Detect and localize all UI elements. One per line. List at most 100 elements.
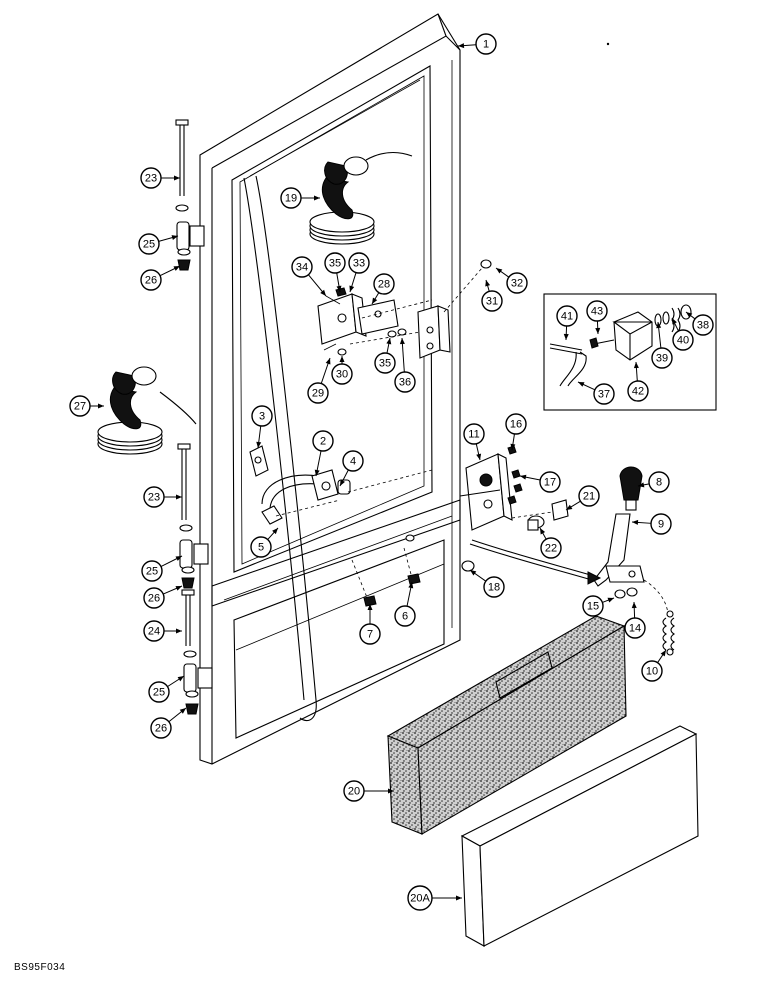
callout-arrowhead (177, 676, 184, 682)
callout-arrowhead (339, 356, 345, 362)
callout-number: 37 (598, 389, 610, 401)
callout-4: 4 (339, 450, 364, 487)
callout-number: 36 (399, 377, 411, 389)
callout-arrowhead (672, 318, 677, 325)
callout-circle (324, 252, 346, 274)
callout-circle (343, 780, 365, 802)
callout-number: 14 (629, 623, 641, 635)
callout-circle (291, 256, 313, 278)
callout-number: 42 (632, 386, 644, 398)
callout-26: 26 (140, 265, 181, 291)
callout-arrowhead (320, 289, 326, 296)
callout-circle (648, 471, 670, 493)
callout-17: 17 (519, 471, 561, 493)
callout-circle (251, 405, 273, 427)
callout-circle (578, 485, 600, 507)
middle-hinge (177, 443, 209, 589)
callout-arrowhead (456, 895, 462, 901)
callout-number: 27 (74, 401, 86, 413)
callout-arrowhead (660, 650, 666, 657)
callout-arrowhead (631, 602, 637, 609)
callout-18: 18 (469, 569, 505, 598)
callout-circle (692, 314, 714, 336)
callout-circle (331, 363, 353, 385)
callout-14: 14 (624, 601, 646, 639)
callout-number: 31 (486, 296, 498, 308)
callout-35: 35 (324, 252, 346, 293)
callout-number: 24 (148, 626, 160, 638)
callout-circle (483, 576, 505, 598)
callout-circle (672, 329, 694, 351)
callout-number: 5 (258, 542, 264, 554)
callout-circle (359, 623, 381, 645)
callout-arrowhead (174, 175, 180, 181)
callout-number: 39 (656, 353, 668, 365)
callout-arrowhead (372, 297, 378, 304)
callout-23: 23 (140, 167, 180, 189)
inset-latch-kit (543, 293, 717, 411)
callout-23: 23 (143, 486, 182, 508)
callout-arrowhead (256, 441, 262, 448)
callout-19: 19 (280, 187, 320, 209)
callout-circle (141, 560, 163, 582)
callout-10: 10 (641, 649, 667, 682)
callout-number: 4 (350, 456, 356, 468)
callout-37: 37 (577, 381, 615, 405)
callout-number: 43 (591, 306, 603, 318)
callout-number: 21 (583, 491, 595, 503)
callout-arrowhead (540, 528, 546, 535)
callout-number: 35 (329, 258, 341, 270)
sealant-tube-lower (97, 366, 197, 455)
callout-circle (463, 423, 485, 445)
callout-arrowhead (510, 443, 516, 450)
callout-number: 28 (378, 279, 390, 291)
callout-11: 11 (463, 423, 485, 461)
callout-25: 25 (141, 555, 183, 582)
callout-arrowhead (388, 788, 394, 794)
callout-arrowhead (408, 582, 414, 589)
lower-bolts (351, 534, 421, 607)
callout-circle (143, 587, 165, 609)
callout-arrowhead (176, 494, 182, 500)
callout-circle (394, 605, 416, 627)
callout-circle (394, 371, 416, 393)
callout-circle (342, 450, 364, 472)
callout-36: 36 (394, 337, 416, 393)
callout-circle (539, 471, 561, 493)
document-code: BS95F034 (14, 962, 66, 973)
callout-number: 41 (561, 311, 573, 323)
callout-number: 34 (296, 262, 308, 274)
callout-arrowhead (476, 453, 482, 460)
callout-arrowhead (272, 528, 278, 535)
callout-3: 3 (251, 405, 273, 449)
upper-latch-assembly (317, 259, 492, 359)
callout-number: 33 (353, 258, 365, 270)
callout-circle (307, 382, 329, 404)
callout-21: 21 (565, 485, 600, 511)
callout-31: 31 (481, 279, 503, 312)
callout-arrowhead (386, 338, 392, 345)
callout-number: 6 (402, 611, 408, 623)
callout-6: 6 (394, 581, 416, 627)
callout-arrowhead (633, 362, 639, 369)
callout-number: 23 (145, 173, 157, 185)
callout-1: 1 (457, 33, 497, 55)
callout-circle (138, 233, 160, 255)
callout-circle (586, 300, 608, 322)
callout-circle (150, 717, 172, 739)
callout-number: 1 (483, 39, 489, 51)
callout-5: 5 (250, 527, 279, 558)
callout-20A: 20A (407, 885, 462, 911)
callout-arrowhead (595, 327, 601, 334)
callout-circle (556, 305, 578, 327)
callout-arrowhead (173, 266, 180, 271)
callout-number: 19 (285, 193, 297, 205)
callout-number: 25 (146, 566, 158, 578)
callout-number: 30 (336, 369, 348, 381)
callout-8: 8 (637, 471, 670, 493)
callout-circle (582, 595, 604, 617)
callout-arrowhead (179, 708, 186, 714)
lower-hinge (181, 589, 213, 715)
